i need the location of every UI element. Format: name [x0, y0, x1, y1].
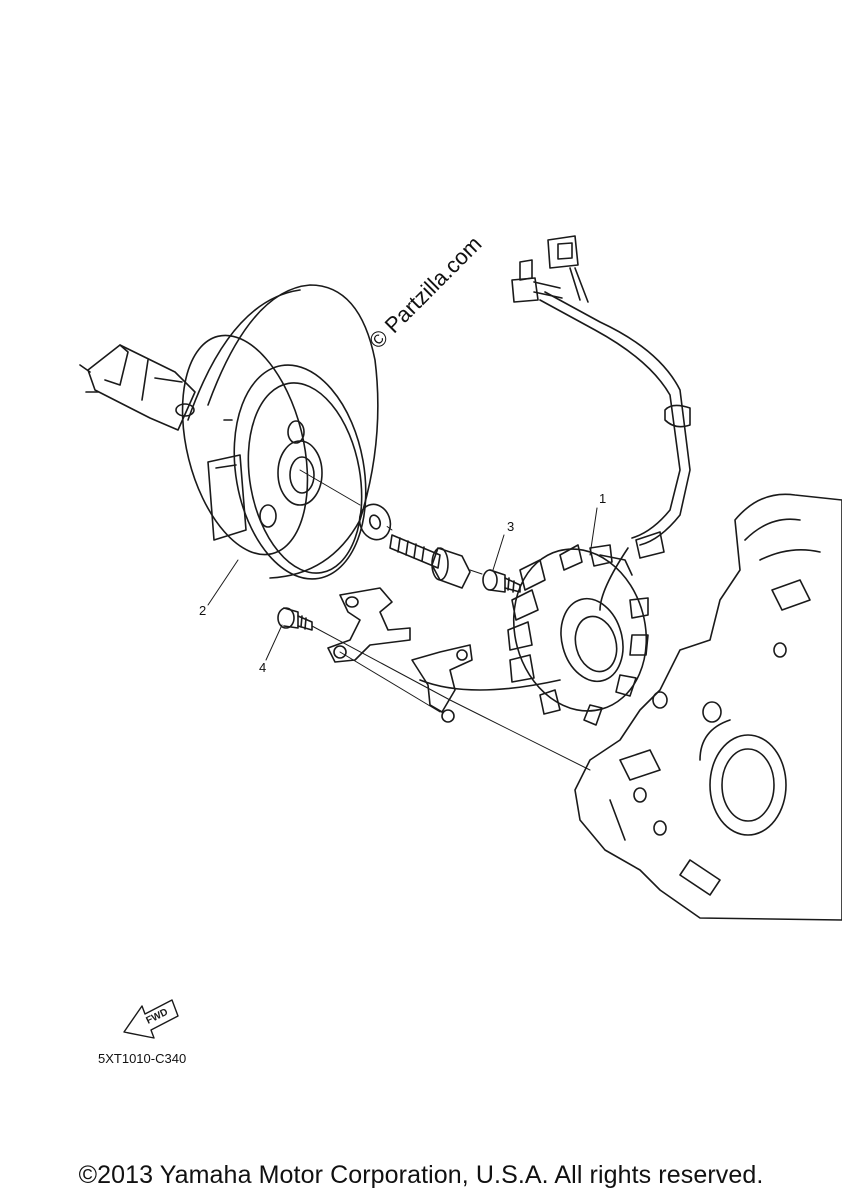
- crankcase-drawing: [575, 494, 842, 920]
- crankshaft-drawing: [80, 345, 195, 430]
- stator-drawing: [496, 534, 664, 726]
- diagram-code: 5XT1010-C340: [98, 1051, 187, 1066]
- screw-4-drawing: [278, 608, 312, 630]
- wiring-harness-drawing: [540, 292, 690, 610]
- flywheel-rotor-drawing: [162, 285, 382, 589]
- callout-4: 4: [259, 660, 267, 675]
- pickup-coil-drawing: [412, 645, 560, 722]
- rotor-bolt-drawing: [390, 535, 470, 588]
- fwd-label: FWD: [144, 1007, 169, 1027]
- fwd-arrow-icon: FWD: [124, 1000, 178, 1038]
- callout-1: 1: [599, 491, 607, 506]
- copyright-notice: ©2013 Yamaha Motor Corporation, U.S.A. A…: [78, 1161, 764, 1189]
- bolt-3-drawing: [483, 570, 520, 592]
- callout-2: 2: [199, 603, 207, 618]
- connector-drawing: [512, 236, 588, 302]
- assembly-lines: [208, 470, 597, 770]
- callout-3: 3: [507, 519, 515, 534]
- washer-drawing: [355, 500, 396, 544]
- bracket-drawing: [328, 588, 410, 662]
